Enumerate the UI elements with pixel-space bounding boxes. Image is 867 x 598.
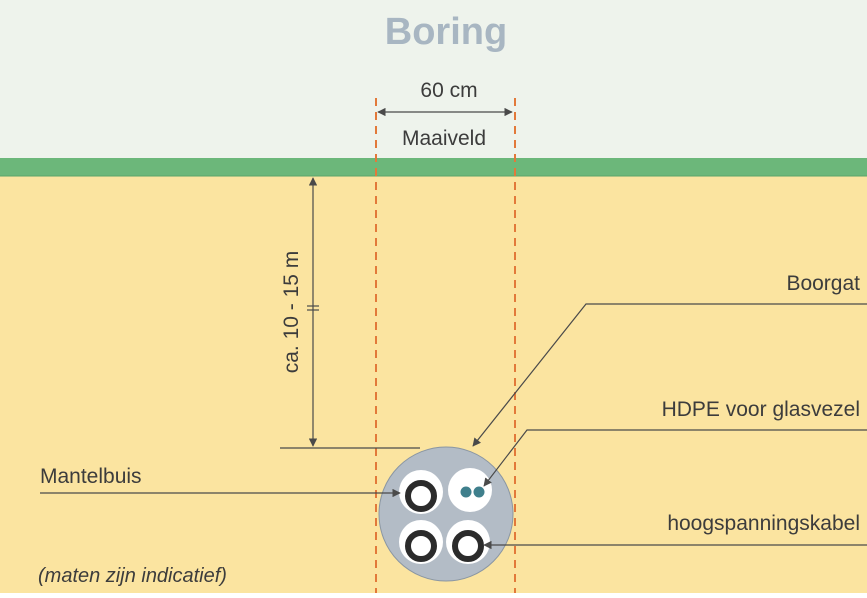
hv-cable-label: hoogspanningskabel <box>667 512 860 535</box>
borehole-leader-line <box>472 303 867 447</box>
depth-label: ca. 10 - 15 m <box>280 251 303 374</box>
hv-cable-bottom-left <box>405 530 437 562</box>
fiber-duct-2 <box>473 486 485 498</box>
hdpe-leader-line <box>483 429 867 487</box>
sky-band <box>0 0 867 158</box>
indicative-note: (maten zijn indicatief) <box>38 565 227 587</box>
grass-band <box>0 158 867 176</box>
hdpe-label: HDPE voor glasvezel <box>662 398 860 421</box>
width-label: 60 cm <box>420 79 477 102</box>
borehole-cross-section <box>378 446 514 582</box>
hv-cable-top-left <box>405 480 437 512</box>
diagram-title: Boring <box>385 11 507 53</box>
hv-cable-bottom-right <box>452 530 484 562</box>
fiber-duct-1 <box>460 486 472 498</box>
casing-pipe-label: Mantelbuis <box>40 465 142 488</box>
ground-level-label: Maaiveld <box>402 127 486 150</box>
borehole-label: Boorgat <box>786 272 860 295</box>
